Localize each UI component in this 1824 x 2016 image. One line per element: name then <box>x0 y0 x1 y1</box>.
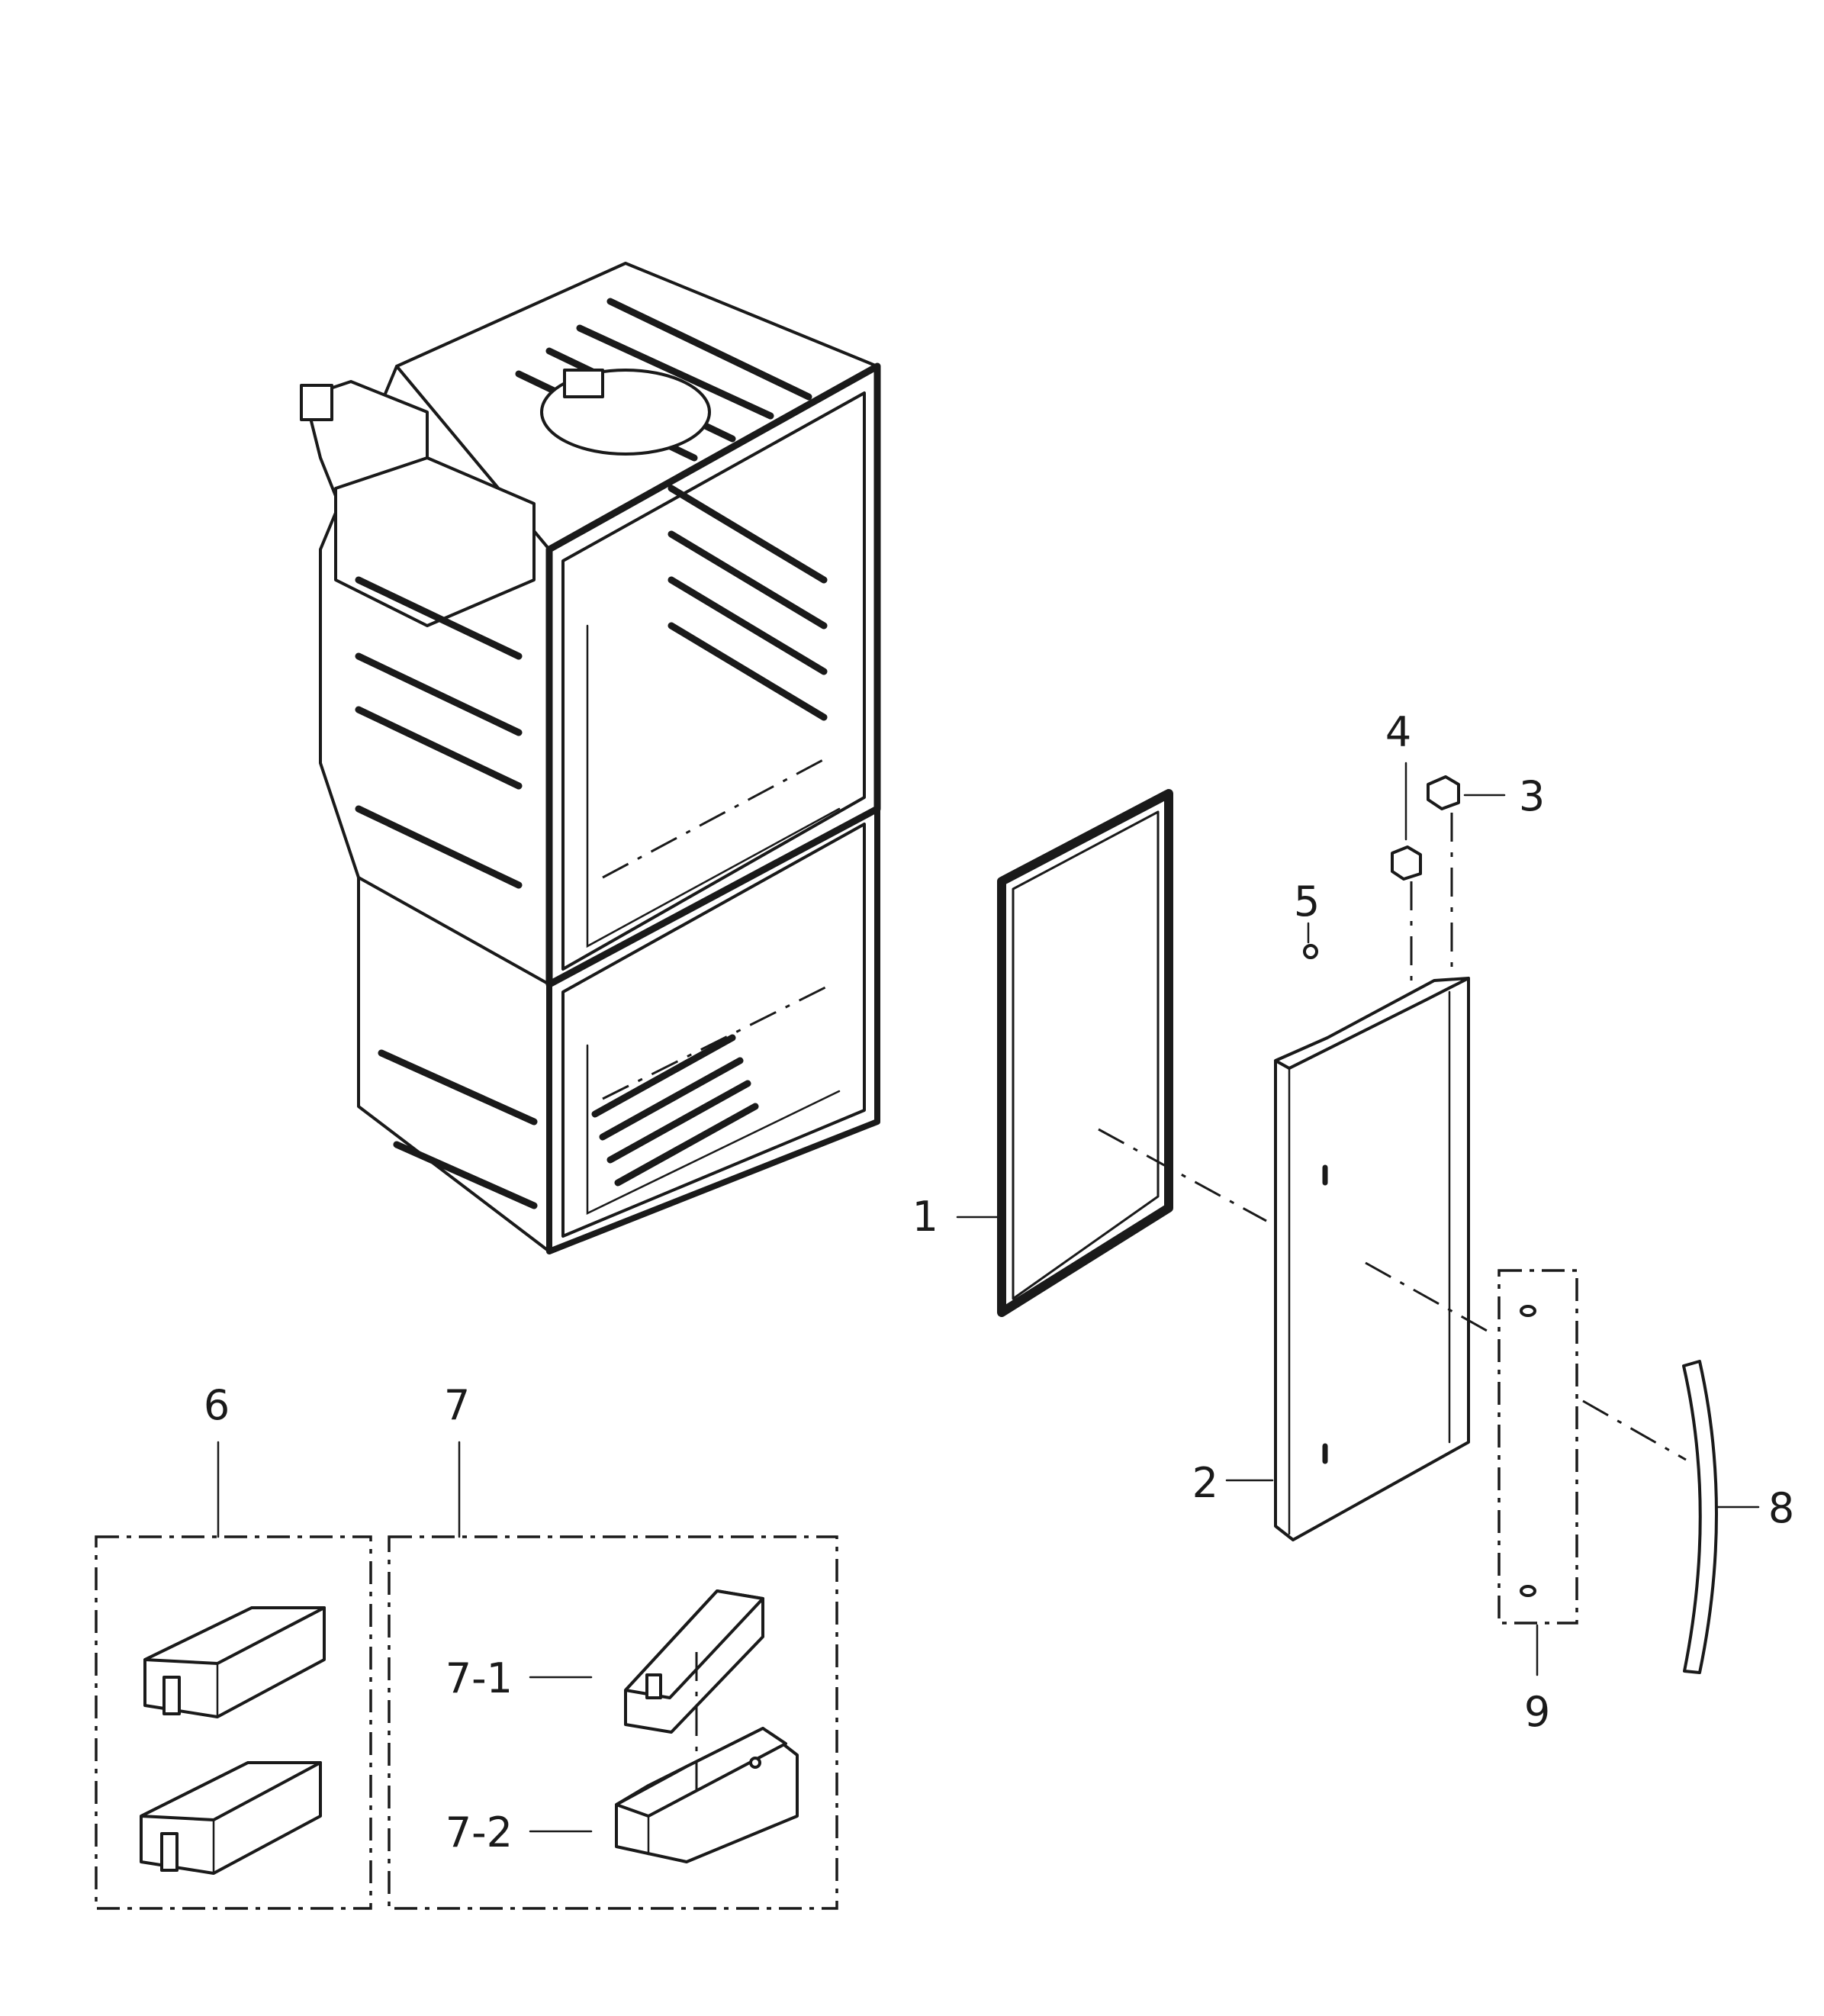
bin-cover <box>624 1589 764 1734</box>
callout-7-2: 7-2 <box>446 1808 513 1857</box>
door-handle <box>1682 1360 1718 1674</box>
door-bin-lower <box>140 1761 322 1875</box>
callout-2: 2 <box>1192 1459 1218 1507</box>
guard-bin <box>615 1727 799 1863</box>
hinge <box>1391 845 1422 881</box>
leader-lines <box>529 762 1760 1833</box>
door-gasket <box>997 789 1173 1317</box>
callout-5: 5 <box>1294 878 1320 926</box>
hinge-cap <box>1427 775 1460 810</box>
assembly-lines <box>1098 813 1687 1461</box>
screw <box>1303 944 1318 959</box>
callout-9: 9 <box>1524 1688 1550 1736</box>
callout-7-1: 7-1 <box>446 1654 513 1702</box>
refrigerator-door <box>1274 977 1470 1541</box>
callout-8: 8 <box>1768 1484 1794 1532</box>
refrigerator-cabinet <box>300 262 881 1254</box>
callout-4: 4 <box>1385 708 1411 756</box>
handle-mount-group <box>1497 1269 1578 1625</box>
door-bin-group <box>95 1441 372 1910</box>
callout-3: 3 <box>1519 772 1545 820</box>
callout-6: 6 <box>204 1381 230 1429</box>
guard-bin-group <box>388 1441 838 1910</box>
callout-7: 7 <box>444 1381 470 1429</box>
door-bin-upper <box>143 1606 326 1718</box>
callout-1: 1 <box>912 1193 938 1241</box>
